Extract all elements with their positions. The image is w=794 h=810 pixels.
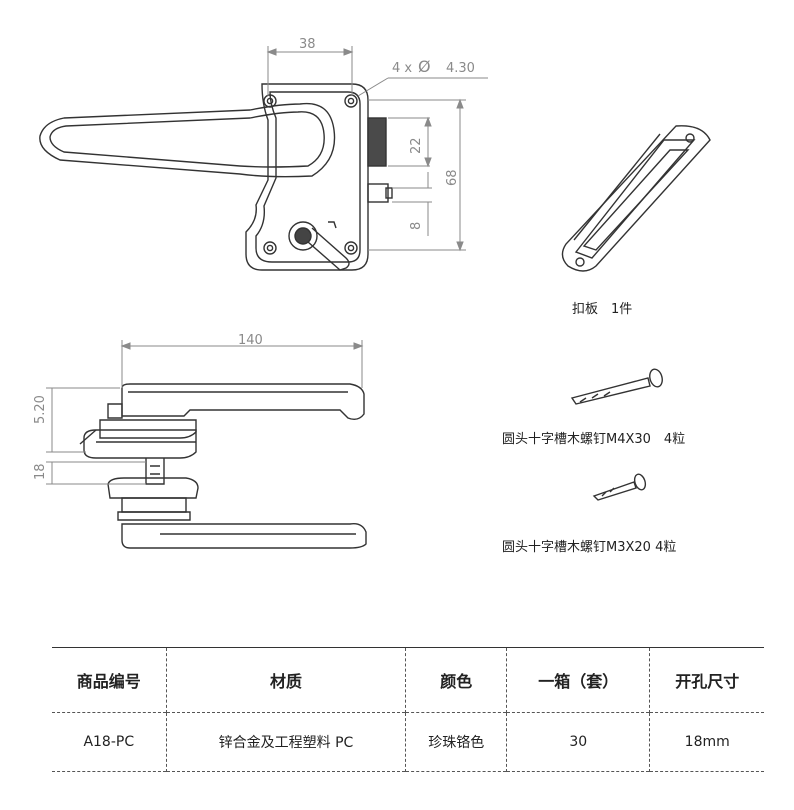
side-view-assembly [79,383,367,549]
spec-table: 商品编号 材质 颜色 一箱（套） 开孔尺寸 A18-PC 锌合金及工程塑料 PC… [52,647,764,772]
spec-header-row: 商品编号 材质 颜色 一箱（套） 开孔尺寸 [52,647,764,713]
lock-body-plate [245,83,369,271]
dim-length-140: 140 [238,333,263,348]
header-hole-size: 开孔尺寸 [649,647,764,713]
lever-handle-top [39,102,336,178]
screw-m4-drawing [570,368,663,405]
header-material: 材质 [165,647,406,713]
cell-hole-size: 18mm [649,712,764,772]
dim-hole-size: 4.30 [446,61,475,76]
screw-m3-drawing [592,473,647,501]
cell-product-code: A18-PC [83,734,135,750]
latch-bolt [367,117,393,203]
header-box-quantity: 一箱（套） [506,647,650,713]
dim-holes-count: 4 x [392,61,412,76]
mounting-hole [263,94,358,255]
screw-m3-label: 圆头十字槽木螺钉M3X20 4粒 [502,540,677,555]
dim-offset-18: 18 [33,463,48,480]
dim-diameter-symbol: Ø [418,57,431,76]
dim-height-22: 22 [409,137,424,154]
technical-drawing: 38 4 x Ø 4.30 22 68 8 140 5.20 18 [33,37,711,549]
thumb-turn [288,221,350,271]
screw-m4-label: 圆头十字槽木螺钉M4X30 4粒 [502,432,686,447]
dim-height-8: 8 [409,222,424,230]
cell-box-quantity: 30 [506,712,650,772]
dim-width-38: 38 [299,37,316,52]
header-product-code: 商品编号 [76,672,141,691]
dim-offset-520: 5.20 [33,395,48,424]
cell-color: 珍珠铬色 [405,712,507,772]
header-color: 颜色 [405,647,507,713]
spec-data-row: A18-PC 锌合金及工程塑料 PC 珍珠铬色 30 18mm [52,712,764,772]
cell-material: 锌合金及工程塑料 PC [165,712,406,772]
strike-plate-drawing [561,125,711,272]
dim-height-68: 68 [445,169,460,186]
strike-plate-label: 扣板 1件 [572,302,633,317]
